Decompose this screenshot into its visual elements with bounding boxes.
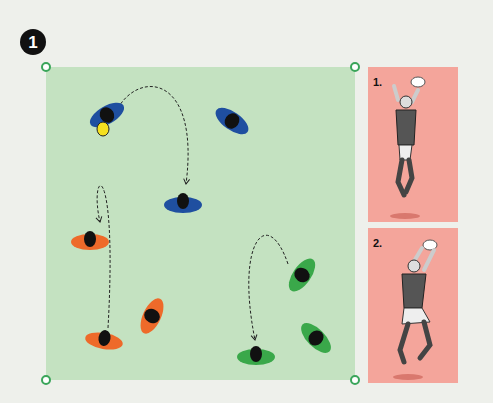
- pass-arrows: [97, 87, 288, 340]
- pitch-grid: [46, 67, 355, 380]
- orange-team: [71, 231, 168, 352]
- player-jumping: [390, 77, 425, 219]
- step-panel: [368, 228, 458, 383]
- ball: [97, 122, 109, 136]
- callout-number: 1: [28, 34, 37, 51]
- callout-badge: [20, 29, 46, 55]
- green-team: [237, 254, 336, 365]
- step-number: 1.: [373, 77, 382, 88]
- corner-cones: [42, 63, 359, 384]
- step-number: 2.: [373, 238, 382, 249]
- player-catching: [393, 240, 437, 380]
- step-panel: [368, 67, 458, 222]
- blue-team: [86, 98, 253, 213]
